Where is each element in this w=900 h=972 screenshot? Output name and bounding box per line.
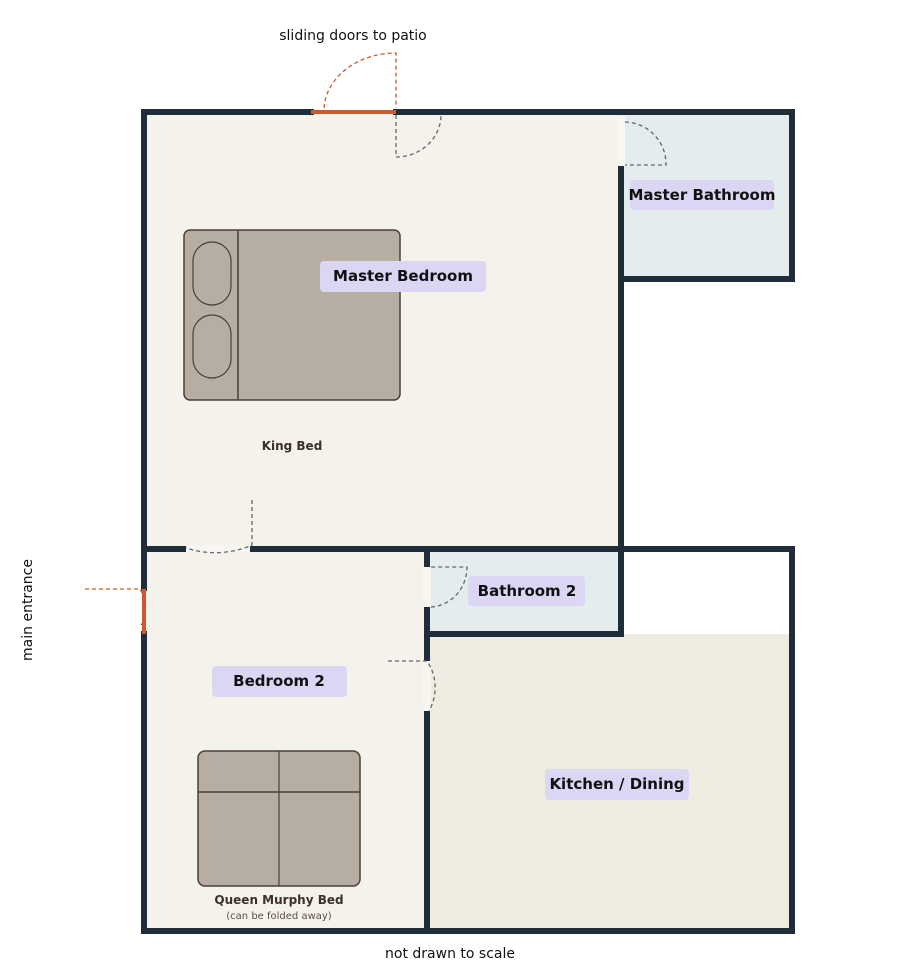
patio-door-swing [323,52,397,109]
patio-note: sliding doors to patio [279,28,427,44]
queen-murphy-bed [197,750,361,887]
scale-note: not drawn to scale [385,946,515,962]
king-bed-label: King Bed [262,439,323,453]
bedroom-2-label-bg [212,666,347,697]
kitchen-door-swing [388,660,436,712]
master-bath-door-swing [624,121,667,166]
bathroom-2-label-bg [468,576,585,606]
king-bed [183,229,401,401]
master-bath-doorway [617,116,625,166]
master-bedroom-label[interactable]: Master Bedroom [333,267,473,285]
pillow [192,241,232,306]
master-bathroom-label[interactable]: Master Bathroom [629,186,776,204]
bath-2-doorway [423,567,431,607]
kitchen-label[interactable]: Kitchen / Dining [549,775,684,793]
queen-bed-label: Queen Murphy Bed [214,893,343,907]
master-bedroom-label-bg [320,261,486,292]
bedroom-doorway [186,545,250,553]
entrance-note: main entrance [20,559,36,661]
master-bathroom-label-bg [630,180,774,210]
entrance-door-swing [85,588,147,626]
patio-inner-swing [395,114,442,158]
bath-2-door-swing [430,566,468,608]
kitchen-label-bg [545,769,689,800]
pillow [192,314,232,379]
kitchen-doorway [423,661,431,711]
walls [141,109,795,934]
queen-bed-note: (can be folded away) [226,911,332,922]
bedroom-2-label[interactable]: Bedroom 2 [233,672,325,690]
bathroom-2-label[interactable]: Bathroom 2 [478,582,577,600]
